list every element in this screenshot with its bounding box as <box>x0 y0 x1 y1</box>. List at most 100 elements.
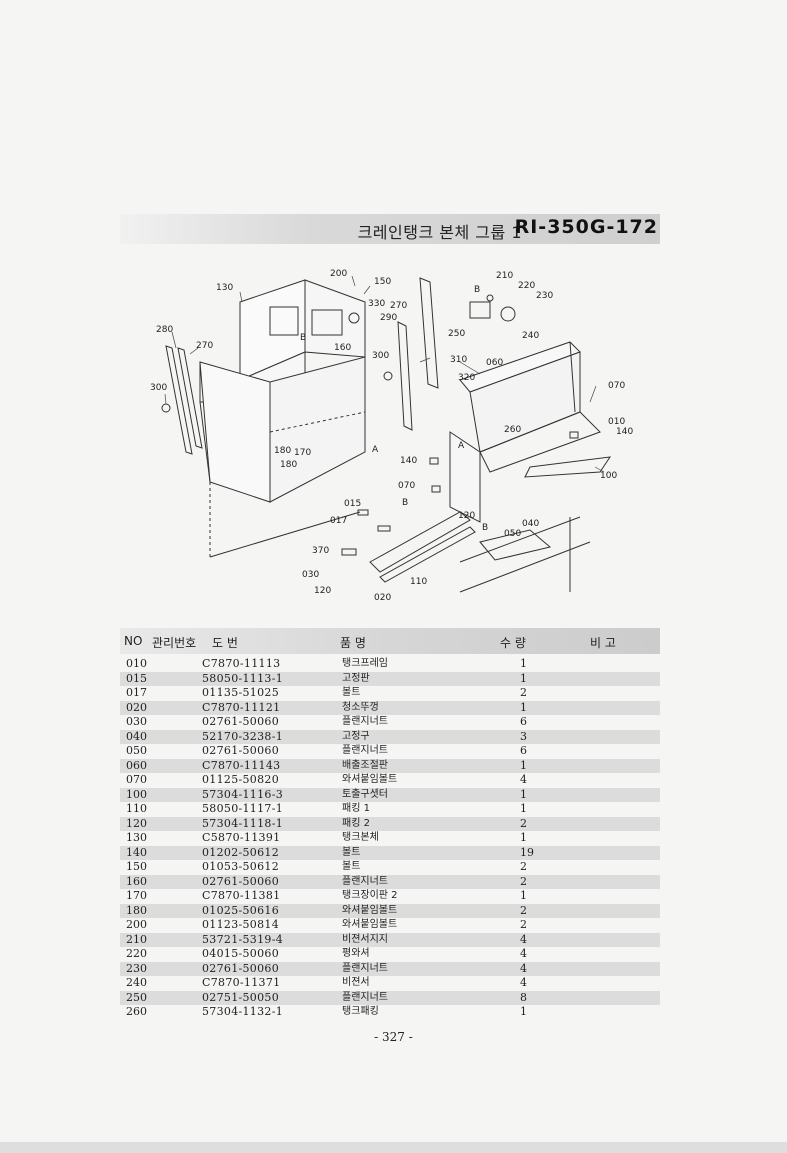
part-name: 와셔붙임볼트 <box>342 919 398 930</box>
callout-label: 140 <box>616 427 633 437</box>
quantity: 2 <box>520 918 527 931</box>
header-no: NO <box>124 634 143 648</box>
drawing-number: 01053-50612 <box>202 860 280 873</box>
quantity: 1 <box>520 657 527 670</box>
part-no: 210 <box>126 932 147 946</box>
part-name: 와셔붙임볼트 <box>342 904 398 916</box>
part-name: 탱크본체 <box>342 832 379 843</box>
part-name: 플랜지너트 <box>342 745 388 756</box>
part-name: 패킹 1 <box>342 803 370 814</box>
part-name: 평와셔 <box>342 948 370 959</box>
quantity: 3 <box>520 729 527 743</box>
callout-label: 330 <box>368 299 385 309</box>
part-no: 020 <box>126 700 147 714</box>
header-drawing-number: 도 번 <box>212 636 238 650</box>
table-row: 040 52170-3238-1 고정구 3 <box>120 729 660 744</box>
drawing-number: 52170-3238-1 <box>202 729 284 743</box>
drawing-number: 02751-50050 <box>202 990 280 1004</box>
callout-label: 290 <box>380 313 397 323</box>
quantity: 2 <box>520 860 527 873</box>
quantity: 1 <box>520 787 527 801</box>
quantity: 8 <box>520 990 527 1004</box>
callout-label: 320 <box>458 373 475 383</box>
callout-label: 260 <box>504 425 521 435</box>
part-no: 250 <box>126 990 147 1004</box>
callout-label: 300 <box>150 383 167 393</box>
callout-label: 220 <box>518 281 535 291</box>
callout-label: A <box>372 445 379 455</box>
part-no: 040 <box>126 729 147 743</box>
callout-label: 060 <box>486 358 503 368</box>
quantity: 1 <box>520 1005 527 1018</box>
part-name: 탱크패킹 <box>342 1006 379 1017</box>
part-name: 플랜지너트 <box>342 962 388 974</box>
quantity: 1 <box>520 831 527 844</box>
callout-label: B <box>300 333 306 343</box>
drawing-number: 01123-50814 <box>202 918 280 931</box>
part-name: 비젼서 <box>342 977 370 988</box>
model-code: RI-350G-172 <box>514 216 658 238</box>
quantity: 4 <box>520 947 527 960</box>
callout-label: 300 <box>372 351 389 361</box>
quantity: 4 <box>520 932 527 946</box>
part-no: 130 <box>126 831 147 844</box>
section-title: 크레인탱크 본체 그룹 1 <box>357 223 522 242</box>
part-name: 고정구 <box>342 730 370 742</box>
quantity: 2 <box>520 903 527 917</box>
part-no: 110 <box>126 802 147 815</box>
callout-label: 130 <box>216 283 233 293</box>
callout-label: B <box>402 498 408 508</box>
callout-label: 040 <box>522 519 539 529</box>
callout-label: 050 <box>504 529 521 539</box>
header-management-number: 관리번호 <box>152 636 197 650</box>
callout-label: B <box>482 523 488 533</box>
drawing-number: C7870-11121 <box>202 700 281 714</box>
part-no: 050 <box>126 744 147 757</box>
callout-label: 120 <box>458 511 475 521</box>
callout-label: 240 <box>522 331 539 341</box>
part-no: 260 <box>126 1005 147 1018</box>
callout-label: 120 <box>314 586 331 596</box>
part-name: 고정판 <box>342 672 370 684</box>
part-no: 030 <box>126 715 147 728</box>
part-name: 비젼서지지 <box>342 933 388 945</box>
part-no: 140 <box>126 845 147 859</box>
drawing-number: 02761-50060 <box>202 715 280 728</box>
part-name: 배출조절판 <box>342 759 388 771</box>
callout-label: 200 <box>330 269 347 279</box>
callout-label: 030 <box>302 570 319 580</box>
part-name: 탱크프레임 <box>342 658 388 669</box>
callout-label: 230 <box>536 291 553 301</box>
part-no: 070 <box>126 773 147 786</box>
callout-label: 020 <box>374 593 391 603</box>
quantity: 2 <box>520 874 527 888</box>
part-no: 200 <box>126 918 147 931</box>
part-no: 120 <box>126 816 147 830</box>
part-name: 와셔붙임볼트 <box>342 774 398 785</box>
table-header: NO 관리번호 도 번 품 명 수 량 비 고 <box>120 628 660 654</box>
callout-label: 270 <box>390 301 407 311</box>
callout-label: 210 <box>496 271 513 281</box>
callout-label: 180 <box>280 460 297 470</box>
title-band: 크레인탱크 본체 그룹 1 RI-350G-172 <box>120 214 660 244</box>
callout-label: 070 <box>608 381 625 391</box>
exploded-parts-diagram: 200 150 130 330 270 290 B 160 280 270 30… <box>150 269 633 603</box>
part-no: 060 <box>126 758 147 772</box>
callout-label: 250 <box>448 329 465 339</box>
quantity: 6 <box>520 715 527 728</box>
quantity: 1 <box>520 671 527 685</box>
